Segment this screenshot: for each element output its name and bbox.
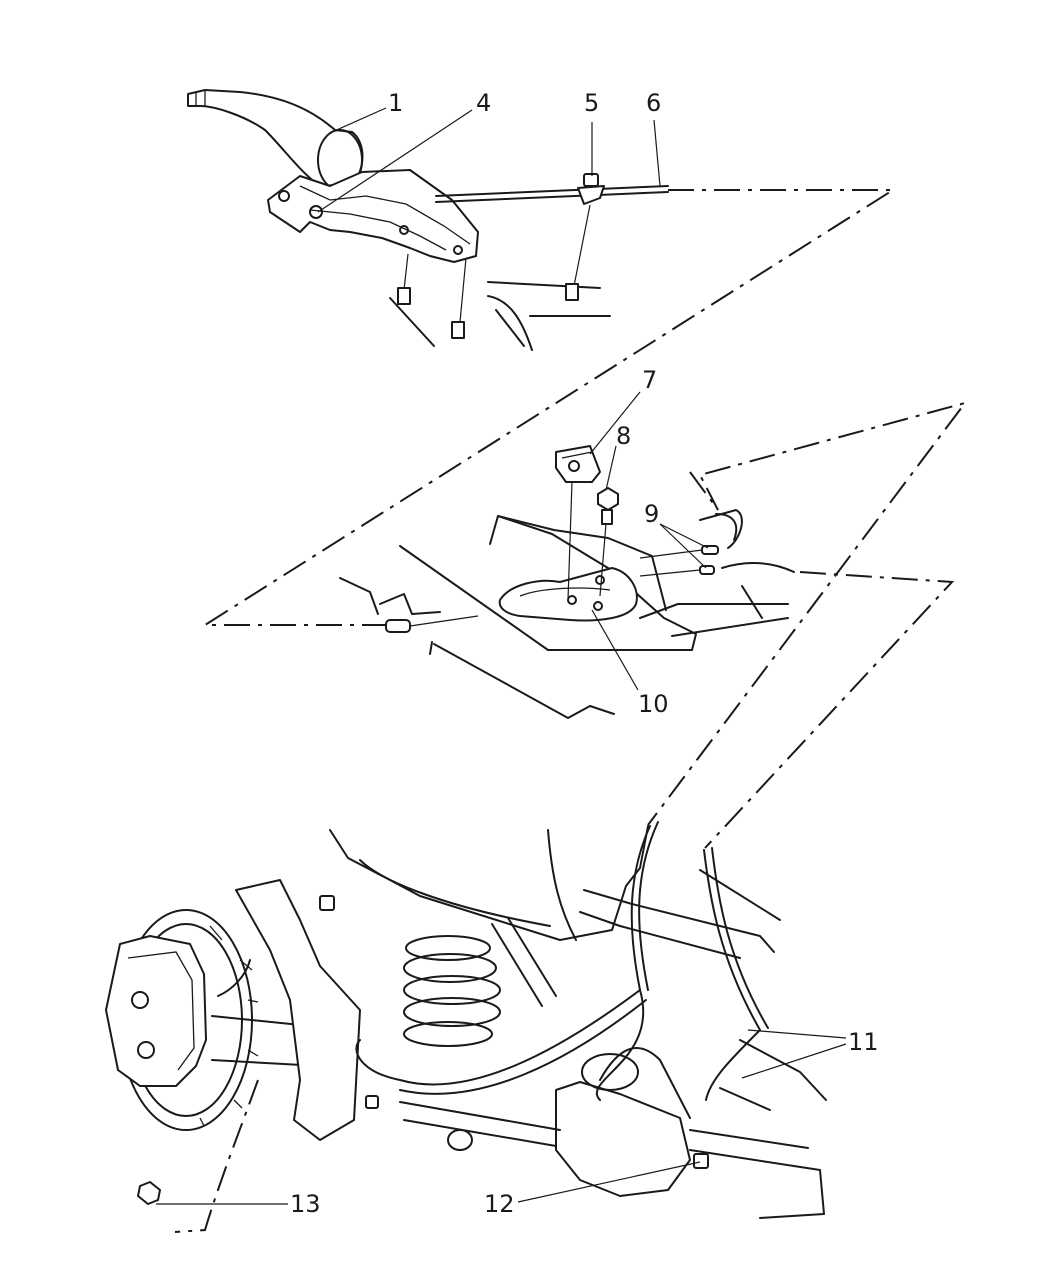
callout-11: 11 [848, 1028, 879, 1056]
callout-10: 10 [638, 690, 669, 718]
callout-8: 8 [616, 422, 631, 450]
callout-5: 5 [584, 89, 599, 117]
callout-leaders [156, 107, 847, 1205]
callout-7: 7 [642, 366, 657, 394]
callout-labels: 1 4 5 6 7 8 9 10 11 12 13 [290, 89, 879, 1218]
floor-pan-fragment [389, 281, 611, 351]
callout-13: 13 [290, 1190, 321, 1218]
callout-12: 12 [484, 1190, 515, 1218]
rear-axle-assembly [105, 821, 827, 1219]
front-cable-rod [435, 173, 669, 301]
callout-9: 9 [644, 500, 659, 528]
brake-lever-assembly [187, 89, 479, 339]
callout-1: 1 [388, 89, 403, 117]
section-outlines [174, 189, 968, 1233]
callout-4: 4 [476, 89, 491, 117]
equalizer-assembly [339, 445, 795, 719]
callout-6: 6 [646, 89, 661, 117]
